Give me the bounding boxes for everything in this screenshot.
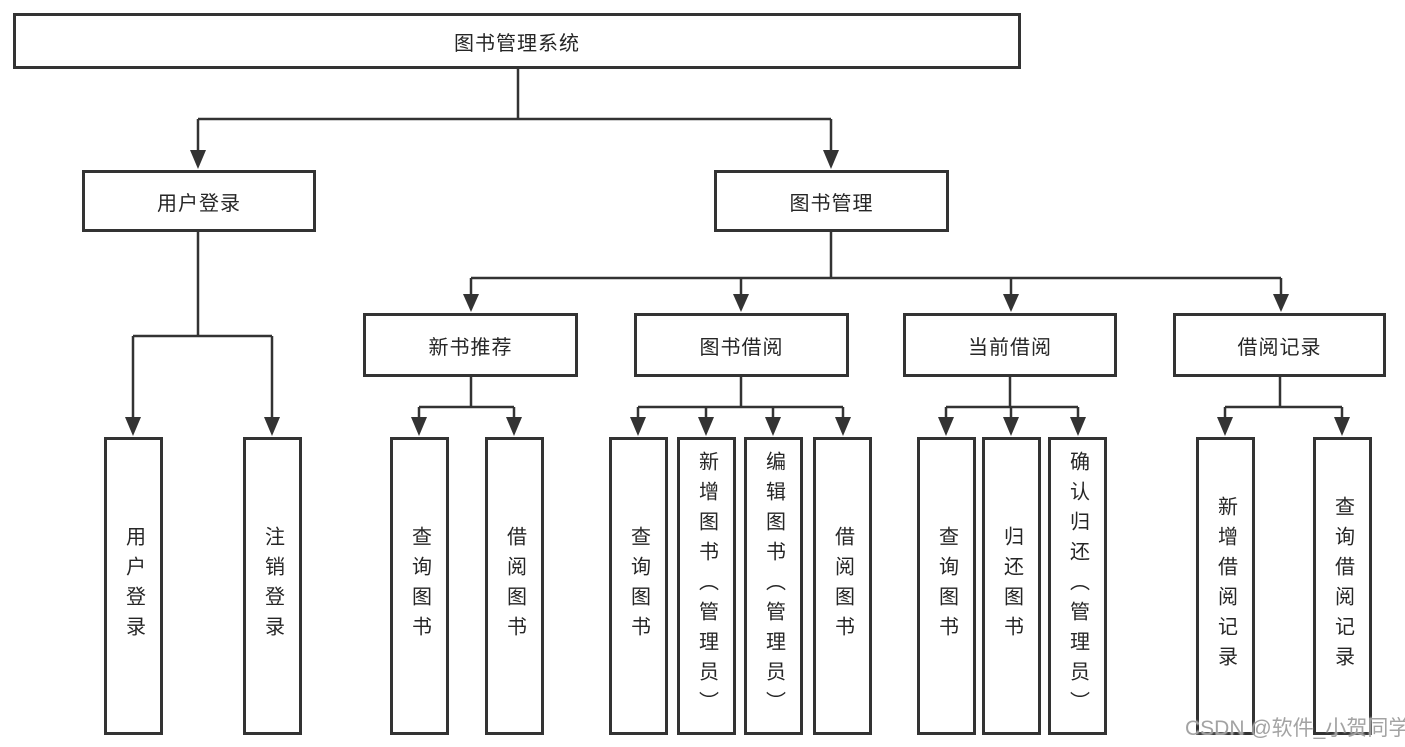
leaf-query-book-label: 查询图书 (935, 526, 958, 646)
node-root: 图书管理系统 (13, 13, 1021, 69)
leaf-add-borrow-record-label: 新增借阅记录 (1214, 496, 1237, 676)
node-book-borrow: 图书借阅 (634, 313, 849, 377)
node-new-book-recommend-label: 新书推荐 (428, 336, 513, 359)
leaf-confirm-return-admin-label: 确认归还（管理员） (1066, 451, 1089, 721)
node-user-login-label: 用户登录 (157, 192, 241, 215)
leaf-return-book-label: 归还图书 (1000, 526, 1023, 646)
leaf-logout: 注销登录 (243, 437, 302, 735)
node-borrow-records-label: 借阅记录 (1237, 336, 1322, 359)
node-borrow-records: 借阅记录 (1173, 313, 1386, 377)
leaf-query-book-label: 查询图书 (408, 526, 431, 646)
leaf-add-book-admin-label: 新增图书（管理员） (695, 451, 718, 721)
node-new-book-recommend: 新书推荐 (363, 313, 578, 377)
leaf-logout-label: 注销登录 (261, 526, 284, 646)
leaf-query-borrow-record-label: 查询借阅记录 (1331, 496, 1354, 676)
leaf-add-book-admin: 新增图书（管理员） (677, 437, 736, 735)
leaf-query-book-under-recommend: 查询图书 (390, 437, 449, 735)
leaf-add-borrow-record: 新增借阅记录 (1196, 437, 1255, 735)
leaf-borrow-book-under-borrow: 借阅图书 (813, 437, 872, 735)
csdn-watermark: CSDN @软件_小贺同学 (1185, 717, 1405, 740)
node-root-label: 图书管理系统 (454, 32, 580, 55)
leaf-borrow-book-label: 借阅图书 (503, 526, 526, 646)
leaf-query-book-under-borrow: 查询图书 (609, 437, 668, 735)
node-book-borrow-label: 图书借阅 (699, 336, 784, 359)
leaf-query-book-label: 查询图书 (627, 526, 650, 646)
leaf-query-book-under-current: 查询图书 (917, 437, 976, 735)
leaf-edit-book-admin: 编辑图书（管理员） (744, 437, 803, 735)
leaf-borrow-book-label: 借阅图书 (831, 526, 854, 646)
leaf-user-login-label: 用户登录 (122, 526, 145, 646)
node-book-management-label: 图书管理 (789, 192, 874, 215)
leaf-query-borrow-record: 查询借阅记录 (1313, 437, 1372, 735)
node-user-login: 用户登录 (82, 170, 316, 232)
leaf-borrow-book-under-recommend: 借阅图书 (485, 437, 544, 735)
node-current-borrow-label: 当前借阅 (968, 336, 1052, 359)
leaf-confirm-return-admin: 确认归还（管理员） (1048, 437, 1107, 735)
leaf-return-book: 归还图书 (982, 437, 1041, 735)
node-current-borrow: 当前借阅 (903, 313, 1117, 377)
node-book-management: 图书管理 (714, 170, 949, 232)
leaf-user-login: 用户登录 (104, 437, 163, 735)
leaf-edit-book-admin-label: 编辑图书（管理员） (762, 451, 785, 721)
